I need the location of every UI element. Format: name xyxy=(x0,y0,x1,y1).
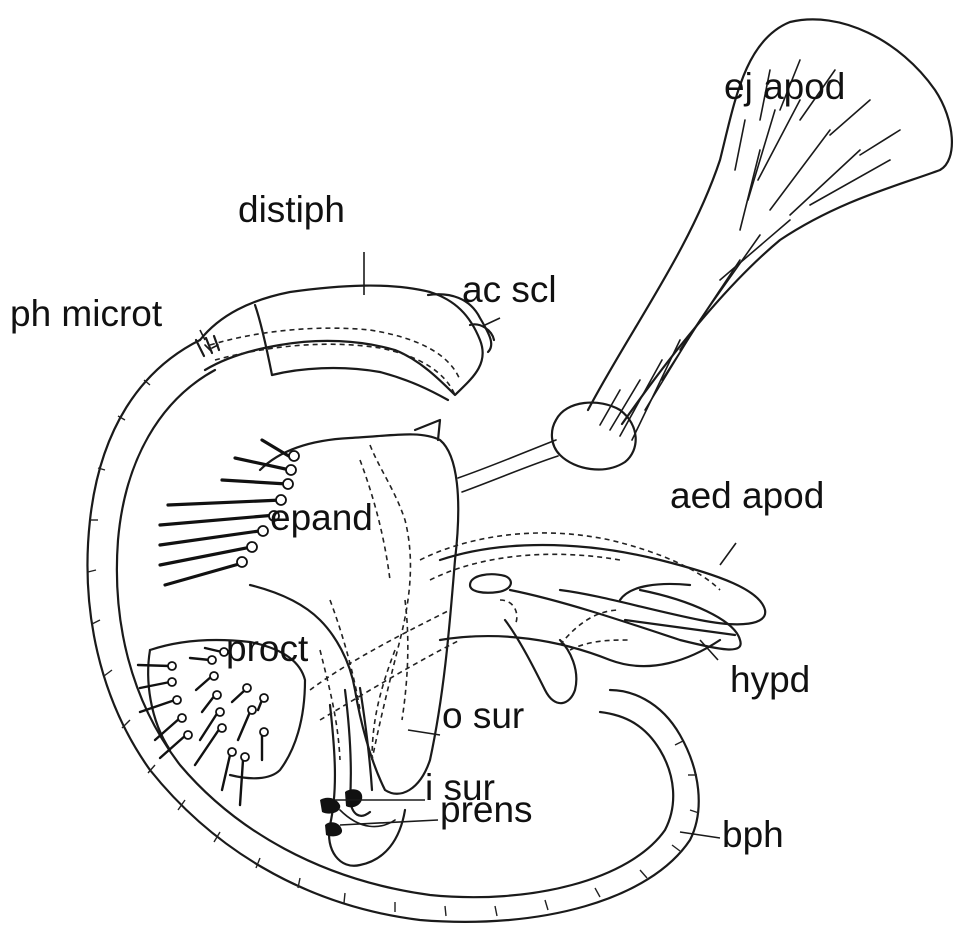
label-bph: bph xyxy=(722,814,784,855)
label-proct: proct xyxy=(226,628,309,669)
label-prens: prens xyxy=(440,789,533,830)
label-o-sur: o sur xyxy=(442,695,524,736)
aedeagal-apodeme-drawing xyxy=(420,533,765,703)
surstyli-drawing xyxy=(310,600,460,866)
epandrium-drawing xyxy=(250,420,458,794)
basiphallus-drawing xyxy=(88,330,700,922)
label-aed-apod: aed apod xyxy=(670,475,824,516)
label-ac-scl: ac scl xyxy=(462,269,557,310)
label-ph-microt: ph microt xyxy=(10,293,163,334)
label-distiph: distiph xyxy=(238,189,345,230)
label-hypd: hypd xyxy=(730,659,810,700)
label-epand: epand xyxy=(270,497,373,538)
label-ej-apod: ej apod xyxy=(724,66,845,107)
distiphallus-drawing xyxy=(200,252,500,400)
bph-leader xyxy=(680,832,720,838)
ejaculatory-apodeme-drawing xyxy=(458,19,952,492)
diagram-labels: ej apod distiph ac scl ph microt epand a… xyxy=(10,66,845,855)
